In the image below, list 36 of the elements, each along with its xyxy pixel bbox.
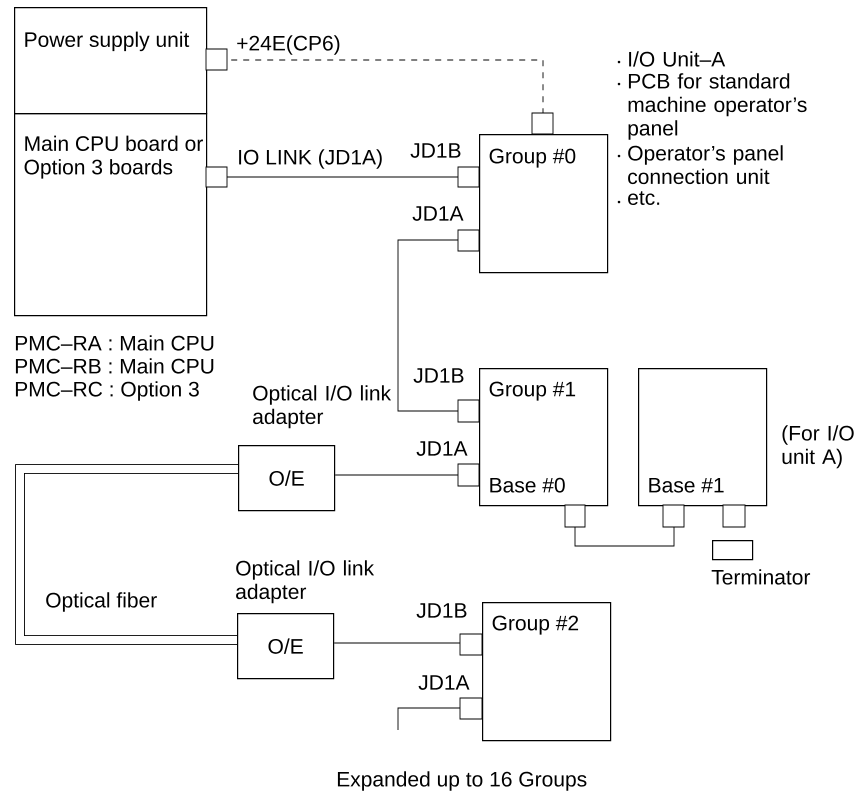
- cable-line: [206, 166, 480, 188]
- connector-label: JD1A: [418, 675, 470, 690]
- cable-line: [398, 230, 480, 422]
- list-item: PCB for standard machine operator’s panel: [628, 73, 807, 140]
- connector-label: JD1B: [410, 143, 460, 158]
- list-item: etc.: [628, 191, 660, 205]
- connector-label: JD1A: [416, 441, 468, 456]
- edge-label: Optical fiber: [44, 591, 158, 613]
- group-box: Group #0: [479, 134, 608, 274]
- cable-line: [206, 48, 554, 134]
- list-item: I/O Unit–A: [629, 51, 726, 67]
- edge-label: +24E(CP6): [235, 34, 342, 56]
- note-text: PMC–RB : Main CPU: [16, 358, 214, 374]
- terminator-label: Terminator: [712, 569, 810, 585]
- fiber-cable: [15, 464, 238, 645]
- note-text: PMC–RA : Main CPU: [16, 335, 214, 351]
- cable-line: [334, 464, 480, 486]
- adapter-label: Optical I/O link adapter: [253, 385, 392, 428]
- group-box: Group #2: [482, 602, 612, 742]
- adapter-label: Optical I/O link adapter: [236, 560, 374, 604]
- note-text: (For I/O unit A): [782, 425, 854, 468]
- unit-box: Power supply unit: [14, 7, 208, 114]
- connector-label: JD1A: [412, 206, 464, 221]
- cable-line: [334, 634, 482, 656]
- base-box: Base #1: [638, 368, 768, 506]
- note-text: Expanded up to 16 Groups: [338, 771, 586, 791]
- cable-line: [398, 698, 482, 730]
- connector-label: JD1B: [414, 368, 464, 383]
- adapter-box: O/E: [237, 613, 334, 680]
- note-text: PMC–RC : Option 3: [16, 381, 199, 401]
- group-box: Group #1 Base #0: [479, 368, 608, 506]
- adapter-box: O/E: [238, 445, 336, 512]
- terminator-box: [712, 540, 754, 560]
- board-box: Main CPU board or Option 3 boards: [14, 113, 208, 316]
- edge-label: IO LINK (JD1A): [236, 148, 384, 170]
- cable-line: [564, 504, 684, 546]
